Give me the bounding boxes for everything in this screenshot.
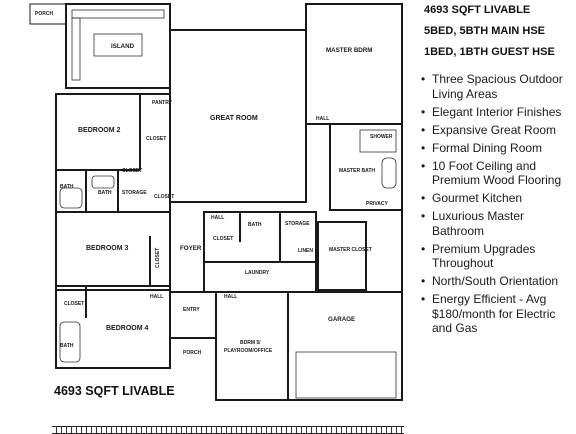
- label-entry: ENTRY: [183, 307, 200, 313]
- label-bdrm5-line1: BDRM 5/: [240, 340, 261, 346]
- label-closet-b4: CLOSET: [64, 301, 84, 307]
- bullet-icon: •: [421, 158, 426, 173]
- bullet-icon: •: [421, 274, 426, 289]
- label-master-bdrm: MASTER BDRM: [326, 47, 372, 54]
- plan-walls: [29, 3, 403, 401]
- tub-center: [91, 175, 115, 189]
- label-porch-top: PORCH: [35, 11, 53, 17]
- plan-fixtures: [59, 9, 397, 399]
- label-storage-center: STORAGE: [285, 221, 310, 227]
- label-closet-mid: CLOSET: [122, 168, 142, 174]
- island-shape: [93, 33, 143, 57]
- label-bath-left: BATH: [60, 184, 74, 190]
- label-bedroom4: BEDROOM 4: [106, 325, 149, 332]
- feature-item: • Elegant Interior Finishes: [420, 105, 576, 120]
- bullet-icon: •: [421, 104, 426, 119]
- feature-list: • Three Spacious Outdoor Living Areas • Ele…: [420, 72, 576, 339]
- feature-item: • Energy Efficient - Avg $180/month for E…: [420, 292, 576, 336]
- feature-text: Formal Dining Room: [432, 140, 543, 155]
- label-master-closet-1: MASTER CLOSET: [329, 247, 372, 253]
- feature-text: North/South Orientation: [432, 274, 559, 289]
- feature-text: Three Spacious Outdoor Living Areas: [432, 72, 563, 101]
- bullet-icon: •: [421, 241, 426, 256]
- label-great-room: GREAT ROOM: [210, 115, 258, 122]
- label-porch-bottom: PORCH: [183, 350, 201, 356]
- label-bath-b4: BATH: [60, 343, 74, 349]
- label-closet-center: CLOSET: [213, 236, 233, 242]
- label-bedroom2: BEDROOM 2: [78, 127, 121, 134]
- label-island: ISLAND: [111, 43, 135, 50]
- bullet-icon: •: [421, 191, 426, 206]
- label-storage-left: STORAGE: [122, 190, 147, 196]
- garage-door: [295, 351, 397, 399]
- feature-item: • 10 Foot Ceiling and Premium Wood Floori…: [420, 159, 576, 188]
- room-labels: PORCH ISLAND PANTRY BEDROOM 2 CLOSET CLO…: [35, 11, 393, 356]
- label-bath-center: BATH: [248, 222, 262, 228]
- bullet-icon: •: [421, 292, 426, 307]
- feature-item: • Three Spacious Outdoor Living Areas: [420, 72, 576, 101]
- label-hall-right: HALL: [224, 294, 237, 300]
- feature-item: • Expansive Great Room: [420, 123, 576, 138]
- feature-text: Energy Efficient - Avg $180/month for El…: [432, 292, 556, 336]
- feature-text: 10 Foot Ceiling and Premium Wood Floorin…: [432, 158, 562, 188]
- label-foyer: FOYER: [180, 245, 202, 252]
- kitchen-counter: [71, 9, 165, 19]
- wall-porch-top: [29, 3, 67, 25]
- stat-guest-house: 1BED, 1BTH GUEST HSE: [424, 46, 555, 58]
- stat-sqft: 4693 SQFT LIVABLE: [424, 4, 531, 16]
- label-closet-hall: CLOSET: [154, 194, 174, 200]
- wall-master: [305, 3, 403, 125]
- tub-left: [59, 187, 83, 209]
- wall-bdrm5: [215, 291, 289, 401]
- bullet-icon: •: [421, 122, 426, 137]
- label-shower: SHOWER: [370, 134, 393, 140]
- feature-item: • Luxurious Master Bathroom: [420, 209, 576, 238]
- label-master-bath: MASTER BATH: [339, 168, 375, 174]
- feature-item: • Formal Dining Room: [420, 141, 576, 156]
- bullet-icon: •: [421, 72, 426, 86]
- label-linen: LINEN: [298, 248, 313, 254]
- wall-master-closet: [317, 221, 367, 291]
- stats-block: 4693 SQFT LIVABLE 5BED, 5BTH MAIN HSE 1B…: [424, 0, 576, 63]
- label-closet-b2: CLOSET: [146, 136, 166, 142]
- label-hall-left: HALL: [150, 294, 163, 300]
- bullet-icon: •: [421, 209, 426, 224]
- feature-text: Premium Upgrades Throughout: [432, 241, 536, 271]
- shower-master: [359, 129, 397, 153]
- feature-text: Luxurious Master Bathroom: [432, 209, 525, 238]
- wall-entry: [169, 291, 217, 339]
- wall-outline-left: [55, 93, 171, 291]
- feature-text: Elegant Interior Finishes: [432, 104, 562, 119]
- footer-strip: [52, 426, 404, 434]
- feature-text: Expansive Great Room: [432, 122, 557, 137]
- stat-main-house: 5BED, 5BTH MAIN HSE: [424, 25, 546, 37]
- bullet-icon: •: [421, 140, 426, 155]
- label-garage: GARAGE: [328, 316, 355, 323]
- feature-item: • North/South Orientation: [420, 274, 576, 289]
- label-bedroom3: BEDROOM 3: [86, 245, 129, 252]
- feature-text: Gourmet Kitchen: [432, 191, 523, 206]
- bottom-caption: 4693 SQFT LIVABLE: [54, 384, 175, 398]
- label-privacy: PRIVACY: [366, 201, 389, 207]
- tub-master: [381, 157, 397, 189]
- label-pantry: PANTRY: [152, 100, 173, 106]
- kitchen-counter-left: [71, 17, 81, 81]
- label-bdrm5-line2: PLAYROOM/OFFICE: [224, 348, 273, 354]
- feature-item: • Premium Upgrades Throughout: [420, 242, 576, 271]
- tub-bed4: [59, 321, 81, 363]
- label-hall-master: HALL: [316, 116, 329, 122]
- label-hall-center: HALL: [211, 215, 224, 221]
- label-laundry: LAUNDRY: [245, 270, 270, 276]
- label-bath-mid: BATH: [98, 190, 112, 196]
- feature-item: • Gourmet Kitchen: [420, 191, 576, 206]
- label-closet-b3: CLOSET: [155, 248, 161, 268]
- wall-garage: [287, 291, 403, 401]
